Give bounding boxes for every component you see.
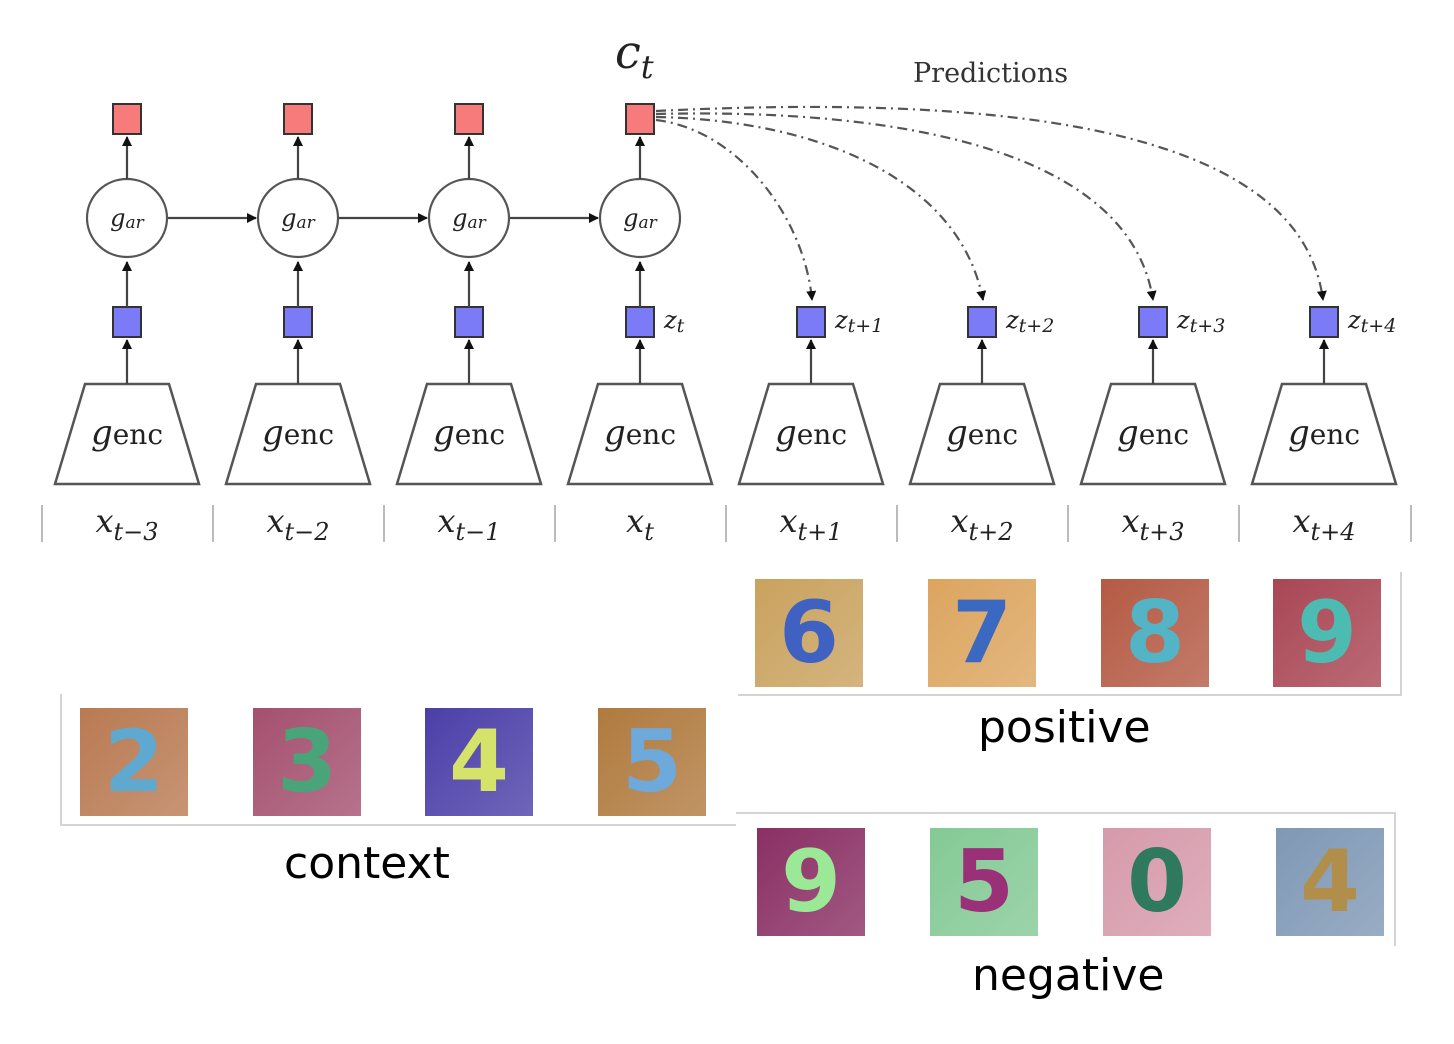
- latent-label: zt+2: [1005, 306, 1054, 337]
- context-digit-image: 4: [425, 708, 533, 816]
- encoder-label: genc: [91, 413, 163, 453]
- timestep-column: genc xt+2 zt+2: [908, 306, 1056, 546]
- predictions-label: Predictions: [913, 58, 1068, 89]
- timestep-column: genc xt−3 gar: [53, 103, 201, 546]
- latent-label: zt+3: [1176, 306, 1225, 337]
- input-label: xt−1: [437, 502, 500, 546]
- prediction-arc-3: [655, 112, 1157, 301]
- digit-glyph: 4: [1300, 832, 1360, 932]
- timestep-column: genc xt+1 zt+1: [737, 306, 885, 546]
- prediction-arc-1: [655, 118, 817, 301]
- encoder-block: [1250, 382, 1398, 486]
- positive-digit-image: 6: [755, 579, 863, 687]
- latent-node: [625, 306, 655, 338]
- digit-glyph: 5: [622, 712, 682, 812]
- input-label: xt+3: [1121, 502, 1184, 546]
- encoder-block: [566, 382, 714, 486]
- negative-digit-image: 5: [930, 828, 1038, 936]
- digit-glyph: 8: [1125, 583, 1185, 683]
- timestep-separators: [41, 505, 1412, 542]
- autoregressive-label: gar: [281, 204, 316, 233]
- cpc-diagram: ct Predictions gencxt−3gargencxt−2gargen…: [41, 25, 1412, 546]
- timestep-column: genc xt gar zt: [566, 103, 714, 546]
- prediction-arc-4: [655, 105, 1327, 301]
- input-label: xt: [626, 502, 654, 546]
- encoder-block: [737, 382, 885, 486]
- digit-glyph: 5: [954, 832, 1014, 932]
- digit-glyph: 7: [952, 583, 1012, 683]
- latent-node: [1138, 306, 1168, 338]
- negative-digit-image: 9: [757, 828, 865, 936]
- latent-label: zt+4: [1347, 306, 1396, 337]
- latent-node: [112, 306, 142, 338]
- latent-label: zt+1: [834, 306, 883, 337]
- context-node: [112, 103, 142, 135]
- context-node: [625, 103, 655, 135]
- context-digit-image: 2: [80, 708, 188, 816]
- encoder-label: genc: [1117, 413, 1189, 453]
- input-label: xt+1: [779, 502, 842, 546]
- prediction-arc-2: [655, 115, 987, 301]
- autoregressive-label: gar: [110, 204, 145, 233]
- encoder-label: genc: [946, 413, 1018, 453]
- positive-digit-image: 9: [1273, 579, 1381, 687]
- digit-glyph: 6: [779, 583, 839, 683]
- prediction-arcs: [655, 105, 1327, 301]
- context-digit-image: 5: [598, 708, 706, 816]
- autoregressive-label: gar: [623, 204, 658, 233]
- digit-glyph: 0: [1127, 832, 1187, 932]
- positive-digit-image: 7: [928, 579, 1036, 687]
- context-node: [454, 103, 484, 135]
- context-node: [283, 103, 313, 135]
- digit-glyph: 2: [104, 712, 164, 812]
- latent-node: [283, 306, 313, 338]
- encoder-label: genc: [262, 413, 334, 453]
- latent-node: [967, 306, 997, 338]
- positive-digit-image: 8: [1101, 579, 1209, 687]
- input-label: xt−3: [95, 502, 158, 546]
- timestep-column: genc xt−1 gar: [395, 103, 543, 546]
- negative-digit-image: 0: [1103, 828, 1211, 936]
- context-vector-label: ct: [615, 25, 654, 86]
- input-label: xt−2: [266, 502, 329, 546]
- digit-glyph: 3: [277, 712, 337, 812]
- negative-digit-image: 4: [1276, 828, 1384, 936]
- context-label: context: [284, 838, 450, 889]
- input-label: xt+4: [1292, 502, 1355, 546]
- timestep-column: genc xt+3 zt+3: [1079, 306, 1227, 546]
- timestep-column: genc xt−2 gar: [224, 103, 372, 546]
- encoder-label: genc: [775, 413, 847, 453]
- encoder-label: genc: [1288, 413, 1360, 453]
- latent-label: zt: [663, 306, 685, 337]
- latent-node: [796, 306, 826, 338]
- timestep-column: genc xt+4 zt+4: [1250, 306, 1398, 546]
- encoder-block: [53, 382, 201, 486]
- digit-glyph: 4: [449, 712, 509, 812]
- latent-node: [454, 306, 484, 338]
- encoder-block: [395, 382, 543, 486]
- positive-label: positive: [978, 702, 1151, 753]
- input-label: xt+2: [950, 502, 1013, 546]
- digit-glyph: 9: [1297, 583, 1357, 683]
- encoder-label: genc: [433, 413, 505, 453]
- digit-glyph: 9: [781, 832, 841, 932]
- encoder-block: [1079, 382, 1227, 486]
- context-digit-image: 3: [253, 708, 361, 816]
- encoder-block: [908, 382, 1056, 486]
- encoder-label: genc: [604, 413, 676, 453]
- encoder-block: [224, 382, 372, 486]
- latent-node: [1309, 306, 1339, 338]
- autoregressive-label: gar: [452, 204, 487, 233]
- negative-label: negative: [972, 950, 1165, 1001]
